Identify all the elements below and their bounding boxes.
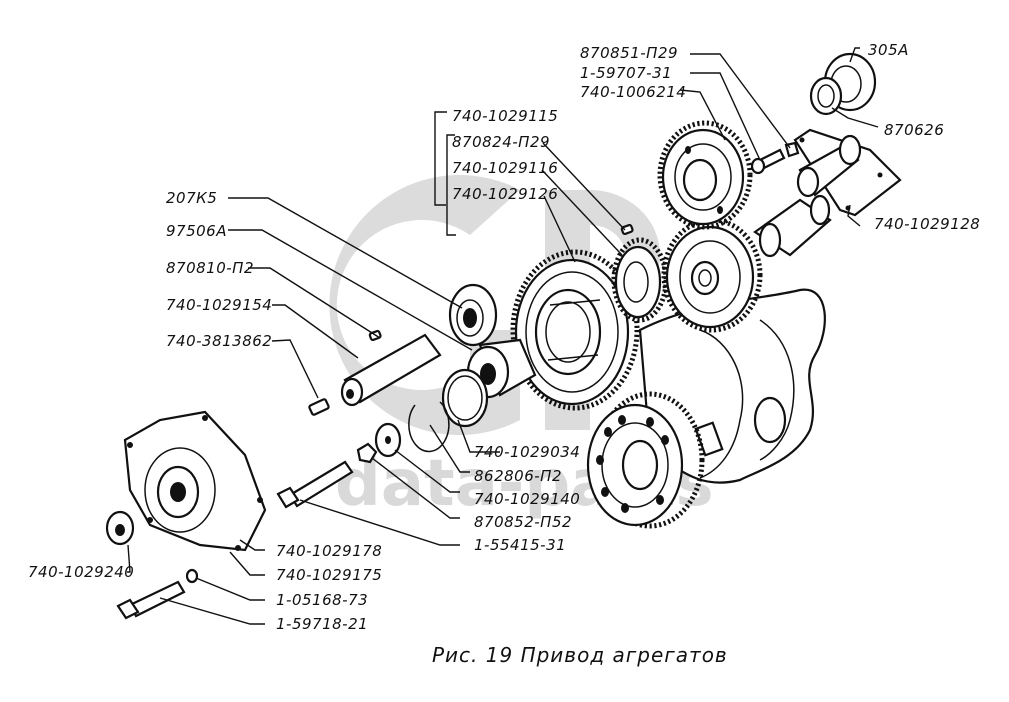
camshaft-drive-gear — [657, 120, 753, 230]
label-870851-P29: 870851-П29 — [580, 44, 678, 62]
figure-caption: Рис. 19 Привод агрегатов — [432, 643, 728, 667]
bolt-1-59718 — [116, 580, 186, 620]
drive-shaft-740-1029154 — [340, 329, 442, 407]
bearing-305A — [809, 52, 877, 116]
intermediate-gear — [510, 249, 640, 411]
pin-740-3813862 — [308, 398, 330, 416]
camshaft-gear — [661, 217, 763, 333]
label-870810-P2: 870810-П2 — [166, 259, 254, 277]
washer-1-05168 — [185, 568, 199, 584]
key-870824 — [620, 223, 634, 236]
ring-740-1029034 — [441, 368, 489, 428]
part-labels: 870851-П29 1-59707-31 740-1006214 305А 8… — [28, 41, 980, 633]
label-97506A: 97506А — [166, 222, 227, 240]
label-740-1029175: 740-1029175 — [276, 566, 382, 584]
label-1-59707-31: 1-59707-31 — [580, 64, 672, 82]
label-870824-P29: 870824-П29 — [452, 133, 550, 151]
label-740-1029034: 740-1029034 — [474, 443, 580, 461]
cover-740-1029178 — [123, 410, 267, 552]
label-305A: 305А — [868, 41, 909, 59]
snap-ring-862806 — [408, 401, 450, 453]
leader-lines — [127, 47, 879, 625]
camshaft — [753, 194, 832, 258]
label-862806-P2: 862806-П2 — [474, 467, 562, 485]
crankshaft-gear — [586, 391, 705, 529]
label-1-55415-31: 1-55415-31 — [474, 536, 566, 554]
label-740-1029240: 740-1029240 — [28, 563, 134, 581]
label-740-1029154: 740-1029154 — [166, 296, 272, 314]
label-740-1029126: 740-1029126 — [452, 185, 558, 203]
label-740-1029115: 740-1029115 — [452, 107, 558, 125]
label-207K5: 207К5 — [166, 189, 217, 207]
label-870852-P52: 870852-П52 — [474, 513, 572, 531]
bearing-207K5 — [448, 283, 498, 347]
label-740-1029140: 740-1029140 — [474, 490, 580, 508]
washer-870852 — [356, 442, 378, 464]
label-1-59718-21: 1-59718-21 — [276, 615, 368, 633]
label-740-1029116: 740-1029116 — [452, 159, 558, 177]
bolt-1-55415 — [276, 460, 354, 509]
label-1-05168-73: 1-05168-73 — [276, 591, 368, 609]
label-740-1029128: 740-1029128 — [874, 215, 980, 233]
label-740-1006214: 740-1006214 — [580, 83, 686, 101]
label-870626: 870626 — [884, 121, 944, 139]
flange-plate — [793, 128, 902, 217]
label-740-3813862: 740-3813862 — [166, 332, 272, 350]
crankshaft — [638, 288, 826, 484]
seal-870626 — [809, 76, 843, 116]
label-740-1029178: 740-1029178 — [276, 542, 382, 560]
